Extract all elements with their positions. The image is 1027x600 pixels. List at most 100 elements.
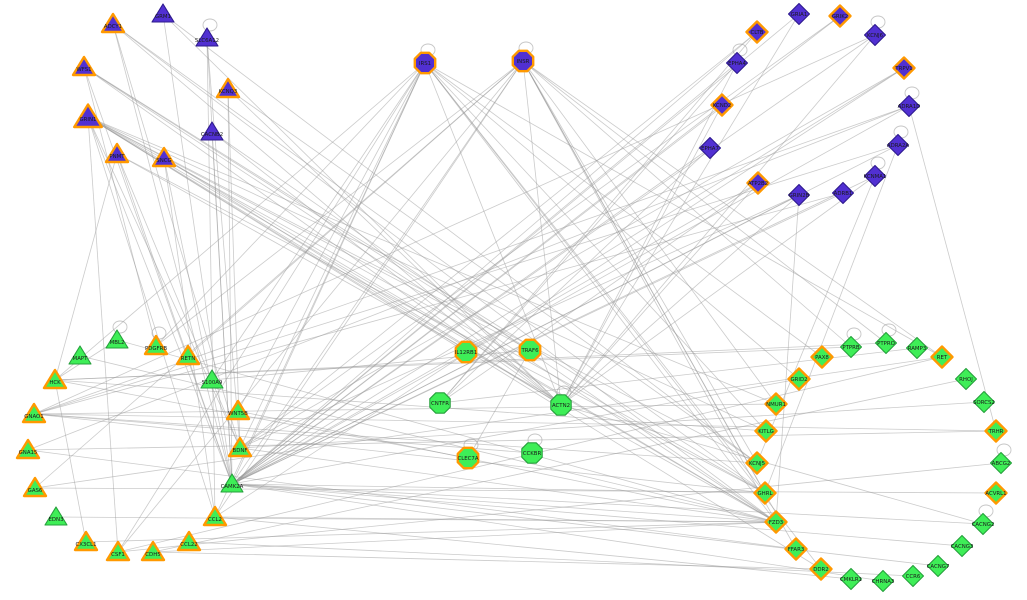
green-triangle-node[interactable] [225, 399, 251, 421]
node-WNT5B[interactable]: WNT5B [225, 399, 251, 421]
node-GRID2[interactable]: GRID2 [787, 367, 811, 391]
node-TRPV1[interactable]: TRPV1 [892, 56, 916, 80]
node-KCNQ3[interactable]: KCNQ3 [215, 77, 241, 99]
green-diamond-node[interactable] [874, 331, 898, 355]
node-GRM1[interactable]: GRM1 [151, 3, 175, 23]
green-diamond-node[interactable] [839, 567, 863, 591]
node-ADRA2A[interactable]: ADRA2A [886, 125, 910, 157]
green-diamond-node[interactable] [989, 451, 1013, 475]
node-WFS1[interactable]: WFS1 [71, 55, 97, 77]
node-CACNG2[interactable]: CACNG2 [971, 504, 995, 536]
green-diamond-node[interactable] [784, 537, 808, 561]
node-PNMT[interactable]: PNMT [104, 142, 130, 164]
node-SORCS2[interactable]: SORCS2 [972, 390, 996, 414]
node-TRAF6[interactable]: TRAF6 [518, 338, 542, 362]
purple-diamond-node[interactable] [886, 133, 910, 157]
green-triangle-node[interactable] [175, 344, 201, 366]
green-triangle-node[interactable] [176, 530, 202, 552]
purple-diamond-node[interactable] [831, 181, 855, 205]
node-CMKLR1[interactable]: CMKLR1 [839, 567, 863, 591]
green-diamond-node[interactable] [984, 481, 1008, 505]
green-triangle-node[interactable] [202, 505, 228, 527]
green-triangle-node[interactable] [220, 473, 244, 493]
node-PTPRB[interactable]: PTPRB [839, 327, 863, 359]
node-HCK[interactable]: HCK [42, 368, 68, 390]
purple-diamond-node[interactable] [746, 171, 770, 195]
green-diamond-node[interactable] [787, 367, 811, 391]
green-octagon-node[interactable] [429, 392, 451, 414]
green-octagon-node[interactable] [454, 340, 478, 364]
node-CACNB2[interactable]: CACNB2 [200, 121, 224, 141]
node-RET[interactable]: RET [930, 345, 954, 369]
green-diamond-node[interactable] [753, 481, 777, 505]
green-diamond-node[interactable] [809, 557, 833, 581]
node-GRIN2B[interactable]: GRIN2B [787, 183, 811, 207]
node-GNAO1[interactable]: GNAO1 [21, 402, 47, 424]
green-diamond-node[interactable] [950, 534, 974, 558]
node-CACNG7[interactable]: CACNG7 [926, 554, 950, 578]
purple-diamond-node[interactable] [863, 164, 887, 188]
green-triangle-node[interactable] [105, 329, 129, 349]
node-CNTFR[interactable]: CNTFR [429, 392, 451, 414]
node-KCNJ5[interactable]: KCNJ5 [745, 451, 769, 475]
node-KCNJ6[interactable]: KCNJ6 [863, 15, 887, 47]
node-TRHR[interactable]: TRHR [984, 419, 1008, 443]
green-triangle-node[interactable] [227, 436, 253, 458]
purple-triangle-node[interactable] [100, 12, 126, 34]
green-triangle-node[interactable] [68, 345, 92, 365]
green-octagon-node[interactable] [521, 442, 543, 464]
purple-diamond-node[interactable] [787, 183, 811, 207]
green-triangle-node[interactable] [140, 540, 166, 562]
node-CACNG3[interactable]: CACNG3 [950, 534, 974, 558]
purple-diamond-node[interactable] [745, 20, 769, 44]
green-diamond-node[interactable] [954, 367, 978, 391]
green-triangle-node[interactable] [73, 530, 99, 552]
green-triangle-node[interactable] [105, 540, 131, 562]
node-ADCY1[interactable]: ADCY1 [100, 12, 126, 34]
node-CHRNA3[interactable]: CHRNA3 [872, 569, 895, 593]
node-CX3CL1[interactable]: CX3CL1 [73, 530, 99, 552]
node-SLC6A12[interactable]: SLC6A12 [195, 18, 219, 47]
node-FFAR3[interactable]: FFAR3 [784, 537, 808, 561]
purple-triangle-node[interactable] [104, 142, 130, 164]
green-diamond-node[interactable] [810, 345, 834, 369]
purple-diamond-node[interactable] [787, 2, 811, 26]
node-CCL2[interactable]: CCL2 [202, 505, 228, 527]
green-triangle-node[interactable] [15, 438, 41, 460]
node-CCKBR[interactable]: CCKBR [521, 433, 543, 464]
green-diamond-node[interactable] [926, 554, 950, 578]
green-octagon-node[interactable] [550, 394, 572, 416]
green-diamond-node[interactable] [971, 512, 995, 536]
node-MAPT[interactable]: MAPT [68, 345, 92, 365]
purple-triangle-node[interactable] [73, 103, 103, 129]
purple-triangle-node[interactable] [195, 27, 219, 47]
green-diamond-node[interactable] [764, 392, 788, 416]
purple-diamond-node[interactable] [892, 56, 916, 80]
node-IL12RB1[interactable]: IL12RB1 [454, 340, 478, 364]
green-diamond-node[interactable] [745, 451, 769, 475]
node-RHOJ[interactable]: RHOJ [954, 367, 978, 391]
green-triangle-node[interactable] [42, 368, 68, 390]
node-GRIA1[interactable]: GRIA1 [787, 2, 811, 26]
node-CCR6[interactable]: CCR6 [901, 564, 925, 588]
node-ADRB1[interactable]: ADRB1 [831, 181, 855, 205]
node-NMUR1[interactable]: NMUR1 [764, 392, 788, 416]
purple-octagon-node[interactable] [413, 51, 437, 75]
node-CDH5[interactable]: CDH5 [140, 540, 166, 562]
node-CCL22[interactable]: CCL22 [176, 530, 202, 552]
green-octagon-node[interactable] [518, 338, 542, 362]
purple-diamond-node[interactable] [725, 51, 749, 75]
node-EDN3[interactable]: EDN3 [44, 506, 68, 526]
purple-triangle-node[interactable] [215, 77, 241, 99]
purple-triangle-node[interactable] [151, 3, 175, 23]
green-diamond-node[interactable] [905, 336, 929, 360]
green-triangle-node[interactable] [22, 476, 48, 498]
node-INSR[interactable]: INSR [511, 41, 535, 73]
purple-triangle-node[interactable] [71, 55, 97, 77]
green-diamond-node[interactable] [839, 335, 863, 359]
node-ADRA1D[interactable]: ADRA1D [898, 86, 921, 118]
node-GNA15[interactable]: GNA15 [15, 438, 41, 460]
node-RAMP3[interactable]: RAMP3 [905, 336, 929, 360]
node-DDR2[interactable]: DDR2 [809, 557, 833, 581]
green-triangle-node[interactable] [200, 369, 224, 389]
